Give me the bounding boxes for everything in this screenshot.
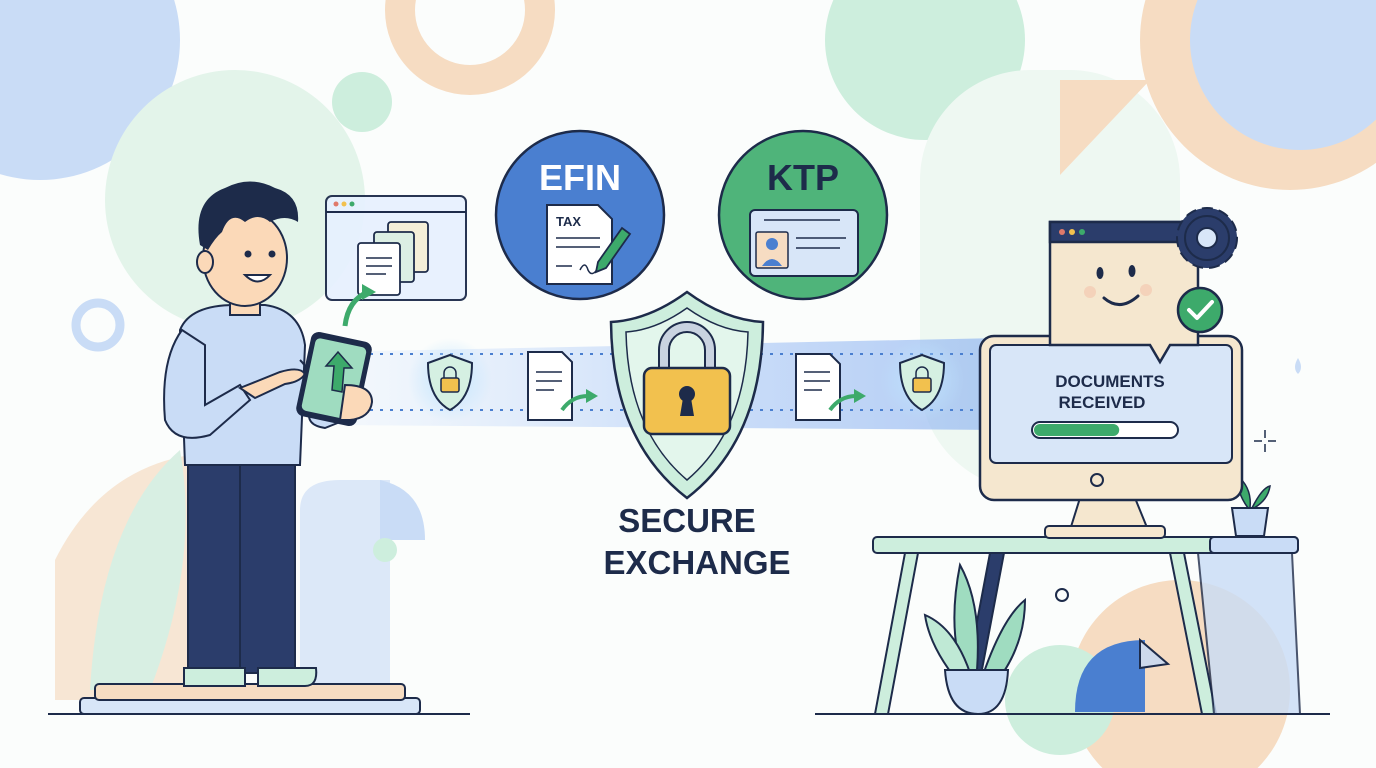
secure-title-line1: SECURE: [618, 502, 756, 539]
upload-arrow-icon: [324, 350, 354, 393]
document-icon: [795, 353, 841, 421]
ktp-badge: KTP: [717, 129, 889, 301]
arrow-icon: [828, 394, 857, 412]
tax-document-icon: TAX: [546, 204, 632, 285]
sparkle-icon: [1254, 430, 1276, 452]
hair: [198, 181, 299, 250]
lock-icon: [440, 377, 460, 393]
bg-quarter-blue: [380, 480, 425, 540]
smile: [1102, 294, 1140, 306]
desk: [872, 536, 1302, 715]
checkmark-icon: [1176, 286, 1224, 334]
ktp-label: KTP: [767, 157, 839, 198]
id-card-icon: [749, 209, 859, 277]
upload-window-card: [325, 195, 467, 327]
bg-block-blue: [300, 480, 390, 700]
bg-triangle-peach: [1060, 80, 1150, 175]
bg-leaf-mint: [90, 450, 186, 690]
secure-title-line2: EXCHANGE: [603, 544, 790, 581]
shoe-right: [257, 667, 318, 687]
status-line1: DOCUMENTS: [1055, 372, 1165, 391]
person-figure: [79, 181, 421, 715]
bg-tiny-ring: [1055, 588, 1069, 602]
power-button: [1090, 473, 1104, 487]
arrow-icon: [560, 394, 589, 412]
holding-hand: [338, 383, 374, 421]
bg-quarter-blue-dark: [1075, 640, 1145, 712]
bg-dot-mint: [332, 72, 392, 132]
smile: [242, 274, 273, 283]
signature-mark: [579, 264, 599, 275]
document-icon: [527, 351, 573, 421]
tax-label: TAX: [556, 214, 581, 229]
small-shield-left: [408, 338, 492, 422]
floor-plant: [923, 562, 1027, 716]
efin-badge: EFIN TAX: [494, 129, 666, 301]
central-shield: [609, 290, 765, 500]
progress-fill: [1034, 424, 1120, 436]
small-shield-right: [880, 338, 964, 422]
gear-icon: [1176, 207, 1238, 269]
bg-small-ring: [71, 298, 125, 352]
document-in-transit-left: [527, 351, 598, 421]
pen-icon: [594, 226, 632, 274]
bg-small-triangle: [1139, 637, 1171, 670]
bg-ring-peach: [385, 0, 555, 95]
bg-blob-blue-right: [1190, 0, 1376, 150]
plant-pot: [1230, 507, 1270, 537]
monitor: DOCUMENTS RECEIVED: [978, 334, 1244, 539]
browser-character: [1048, 207, 1238, 365]
lock-icon: [912, 377, 932, 393]
status-line2: RECEIVED: [1059, 393, 1146, 412]
document-in-transit-right: [795, 353, 866, 421]
file-stack-icon: [357, 221, 429, 296]
bg-droplet: [1295, 358, 1301, 374]
platform-top: [94, 683, 406, 701]
efin-label: EFIN: [539, 157, 621, 198]
shoe-left: [183, 667, 246, 687]
bg-dot-mint-2: [373, 538, 397, 562]
plant-pot: [943, 669, 1010, 716]
